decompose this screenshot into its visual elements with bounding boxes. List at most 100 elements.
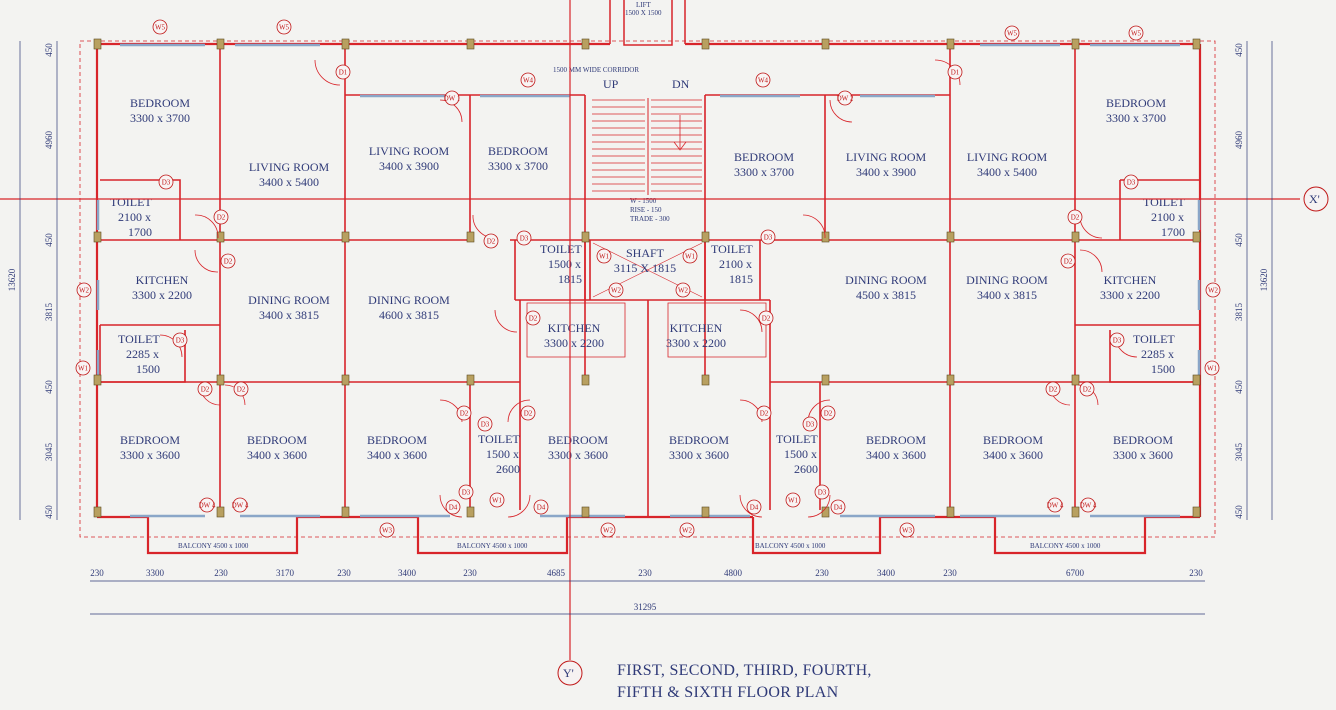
room-size: 3400 x 3600 <box>247 448 307 462</box>
door-tag: D3 <box>1123 174 1139 190</box>
room-size: 4500 x 3815 <box>856 288 916 302</box>
dim-left: 450 <box>44 233 54 247</box>
dim-right: 450 <box>1234 380 1244 394</box>
column <box>821 38 830 50</box>
room-name: BEDROOM <box>1113 433 1173 447</box>
room-size: 3300 x 3600 <box>548 448 608 462</box>
column <box>581 374 590 386</box>
door-tag: W2 <box>1205 282 1221 298</box>
dim-bottom: 230 <box>463 568 477 578</box>
svg-text:D2: D2 <box>201 386 210 394</box>
room-size: 3300 x 2200 <box>544 336 604 350</box>
svg-text:D1: D1 <box>339 69 348 77</box>
column <box>216 374 225 386</box>
dim-bottom: 230 <box>1189 568 1203 578</box>
dim-overall-height: 13620 <box>7 268 17 291</box>
room-size: 4600 x 3815 <box>379 308 439 322</box>
dim-bottom: 230 <box>943 568 957 578</box>
column <box>1071 38 1080 50</box>
dim-bottom: 3400 <box>398 568 417 578</box>
svg-text:W2: W2 <box>682 527 693 535</box>
column <box>341 374 350 386</box>
dim-bottom: 230 <box>214 568 228 578</box>
door-tag: DW 4 <box>1080 497 1097 513</box>
svg-text:W5: W5 <box>279 24 290 32</box>
dim-bottom: 3400 <box>877 568 896 578</box>
door-tag: DW 4 <box>1047 497 1064 513</box>
dim-left: 450 <box>44 380 54 394</box>
room-name: DINING ROOM <box>368 293 450 307</box>
column <box>93 506 102 518</box>
room-name: LIVING ROOM <box>967 150 1048 164</box>
column <box>216 38 225 50</box>
room-name: KITCHEN <box>1104 273 1157 287</box>
svg-text:W2: W2 <box>603 527 614 535</box>
door-tag: D2 <box>213 209 229 225</box>
room-size: 3400 x 3600 <box>983 448 1043 462</box>
svg-text:DW 4: DW 4 <box>199 502 216 510</box>
door-tag: W4 <box>755 72 771 88</box>
column <box>701 506 710 518</box>
door-tag: D2 <box>456 405 472 421</box>
svg-text:D3: D3 <box>520 235 529 243</box>
column <box>946 374 955 386</box>
plan-title-line1: FIRST, SECOND, THIRD, FOURTH, <box>617 662 872 679</box>
columns <box>93 38 1201 518</box>
door-tag: D2 <box>1079 381 1095 397</box>
door-tag: D2 <box>820 405 836 421</box>
dim-right: 3815 <box>1234 303 1244 322</box>
svg-text:D4: D4 <box>834 504 843 512</box>
room-size: 3400 x 3600 <box>367 448 427 462</box>
door-tag: D2 <box>1067 209 1083 225</box>
door-tag: D2 <box>233 381 249 397</box>
dim-right: 450 <box>1234 505 1244 519</box>
svg-text:D2: D2 <box>217 214 226 222</box>
dim-right: 3045 <box>1234 443 1244 462</box>
column <box>821 374 830 386</box>
svg-text:W5: W5 <box>155 24 166 32</box>
column <box>341 506 350 518</box>
svg-text:W1: W1 <box>1207 365 1218 373</box>
room-name: DINING ROOM <box>966 273 1048 287</box>
dim-bottom: 4800 <box>724 568 743 578</box>
column <box>1192 38 1201 50</box>
column <box>581 38 590 50</box>
door-tag: W3 <box>379 522 395 538</box>
dimension-lines <box>19 41 1273 615</box>
room-size: 3300 x 2200 <box>1100 288 1160 302</box>
door-tag: D1 <box>947 64 963 80</box>
door-tag: D4 <box>746 499 762 515</box>
column <box>466 506 475 518</box>
svg-text:D3: D3 <box>818 489 827 497</box>
column <box>466 374 475 386</box>
dim-right: 450 <box>1234 43 1244 57</box>
room-size: 3300 x 3700 <box>1106 111 1166 125</box>
door-tag: D3 <box>760 229 776 245</box>
door-tag: D3 <box>802 416 818 432</box>
svg-text:D4: D4 <box>750 504 759 512</box>
dim-total: 31295 <box>634 602 657 612</box>
stair-up-label: UP <box>603 77 619 91</box>
dim-bottom: 3300 <box>146 568 165 578</box>
column <box>466 231 475 243</box>
svg-text:W5: W5 <box>1131 30 1142 38</box>
balcony-label: BALCONY 4500 x 1000 <box>1030 542 1101 550</box>
svg-text:W4: W4 <box>758 77 769 85</box>
door-tag: W3 <box>899 522 915 538</box>
dim-bottom: 230 <box>815 568 829 578</box>
svg-text:D2: D2 <box>1083 386 1092 394</box>
toilet-name: TOILET <box>1133 332 1175 346</box>
door-tag: D2 <box>483 233 499 249</box>
door-tag: W5 <box>276 19 292 35</box>
column <box>1071 231 1080 243</box>
svg-text:D2: D2 <box>224 258 233 266</box>
column <box>1071 374 1080 386</box>
column <box>93 374 102 386</box>
room-size: 3400 x 5400 <box>259 175 319 189</box>
svg-text:D2: D2 <box>487 238 496 246</box>
door-tag: D2 <box>1045 381 1061 397</box>
column <box>581 506 590 518</box>
svg-text:D2: D2 <box>824 410 833 418</box>
svg-text:D2: D2 <box>1049 386 1058 394</box>
